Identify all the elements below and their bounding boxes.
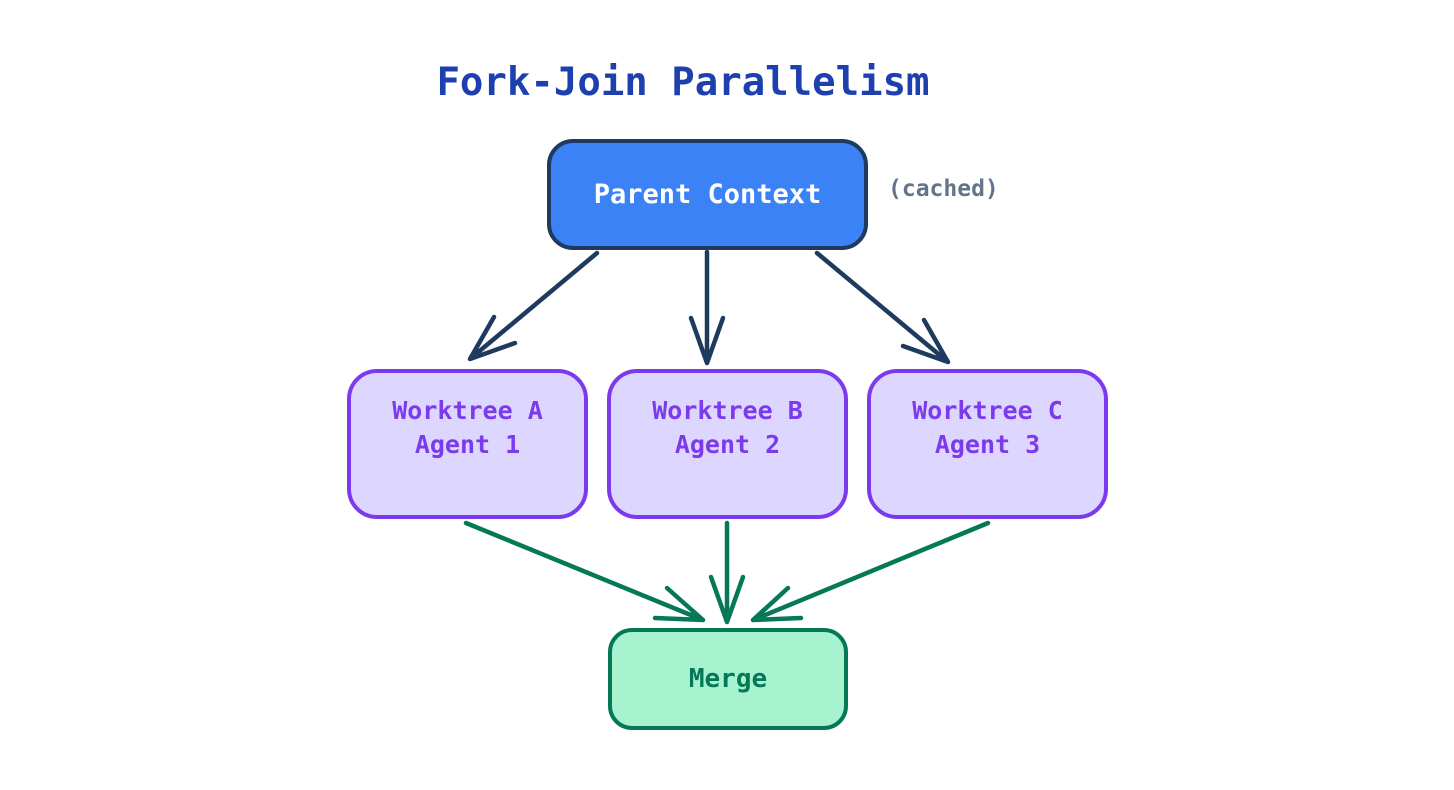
diagram-title: Fork-Join Parallelism xyxy=(436,60,930,105)
worktree-b-subtitle: Agent 2 xyxy=(674,430,781,459)
worktree-c-title: Worktree C xyxy=(912,396,1063,425)
edge-parent-to-worktree-c-arrow xyxy=(814,250,951,365)
merge-node: Merge xyxy=(608,628,848,730)
edge-parent-to-worktree-a-arrow xyxy=(467,250,600,362)
worktree-a-title: Worktree A xyxy=(392,396,543,425)
edge-worktree-c-to-merge-arrow xyxy=(750,520,991,623)
cached-annotation: (cached) xyxy=(888,176,999,202)
edge-parent-to-worktree-b-arrow xyxy=(688,249,726,366)
edge-worktree-a-to-merge-arrow xyxy=(463,520,706,623)
parent-context-label: Parent Context xyxy=(593,179,822,210)
edge-worktree-b-to-merge-arrow xyxy=(708,520,746,625)
worktree-c-subtitle: Agent 3 xyxy=(934,430,1041,459)
worktree-a-node: Worktree A Agent 1 xyxy=(347,369,588,519)
merge-label: Merge xyxy=(688,664,768,694)
worktree-b-node: Worktree B Agent 2 xyxy=(607,369,848,519)
worktree-a-subtitle: Agent 1 xyxy=(414,430,521,459)
worktree-b-title: Worktree B xyxy=(652,396,803,425)
parent-context-node: Parent Context xyxy=(547,139,868,250)
worktree-c-node: Worktree C Agent 3 xyxy=(867,369,1108,519)
